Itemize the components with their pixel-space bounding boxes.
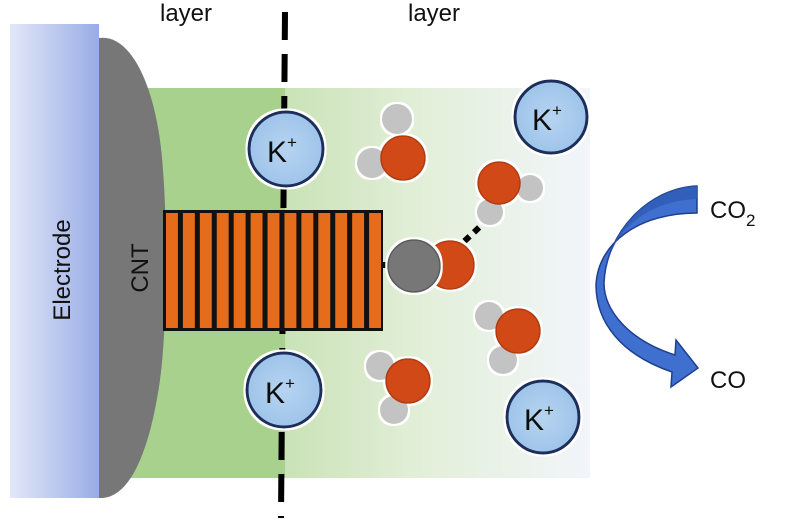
electrode	[10, 24, 99, 498]
hydrogen-atom	[382, 104, 412, 134]
reaction-arrow-fold	[604, 186, 697, 283]
potassium-cation: K+	[247, 110, 325, 188]
catalyst-bar	[284, 213, 297, 328]
adsorbed-carbon	[387, 239, 441, 293]
catalyst-bar	[233, 213, 246, 328]
catalyst-bar	[301, 213, 314, 328]
reaction-arrow	[595, 185, 700, 389]
oxygen-atom	[477, 161, 521, 205]
hydrogen-atom	[489, 346, 517, 374]
catalyst-bar	[216, 213, 229, 328]
potassium-cation: K+	[513, 79, 589, 155]
svg-text:K+: K+	[524, 401, 554, 437]
catalyst-stack	[163, 210, 383, 331]
oxygen-atom	[495, 308, 541, 354]
oxygen-atom	[380, 135, 426, 181]
potassium-cation: K+	[505, 379, 581, 455]
hydrogen-atom	[477, 199, 503, 225]
potassium-cation: K+	[245, 351, 323, 429]
catalyst-bar	[267, 213, 280, 328]
product-label: CO	[710, 367, 746, 394]
svg-text:K+: K+	[265, 374, 295, 410]
catalyst-bar	[182, 213, 195, 328]
catalyst-bar	[166, 213, 178, 328]
hydrogen-atom	[475, 302, 503, 330]
catalyst-bar	[369, 213, 381, 328]
hydrogen-atom	[380, 396, 408, 424]
catalyst-bar	[318, 213, 331, 328]
oxygen-atom	[385, 358, 431, 404]
hydrogen-atom	[357, 148, 387, 178]
outer-layer-label: layer	[408, 0, 460, 27]
reactant-label: CO2	[710, 197, 755, 230]
svg-text:K+: K+	[267, 133, 297, 169]
water-molecule	[366, 352, 431, 424]
water-molecule	[477, 161, 543, 225]
catalyst-bar	[352, 213, 365, 328]
water-molecule	[357, 104, 426, 181]
hydrogen-atom	[517, 175, 543, 201]
catalyst-bar	[199, 213, 212, 328]
water-molecule	[475, 302, 541, 374]
catalyst-bar	[250, 213, 263, 328]
cnt	[99, 37, 166, 499]
inner-layer-label: layer	[160, 0, 212, 27]
catalyst-bar	[335, 213, 348, 328]
svg-text:K+: K+	[532, 101, 562, 137]
cnt-label: CNT	[127, 243, 154, 293]
electrode-label: Electrode	[49, 219, 76, 320]
